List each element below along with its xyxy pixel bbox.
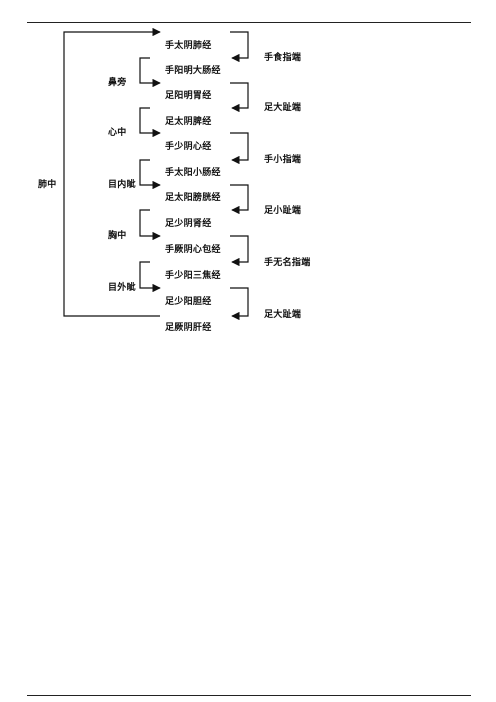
endpoint-bracket-5	[230, 235, 249, 267]
junction-bracket-inner-canthus	[139, 159, 161, 190]
endpoint-label: 手小指端	[264, 155, 302, 165]
junction-bracket-chest	[139, 209, 161, 241]
endpoint-bracket-4	[230, 184, 249, 215]
meridian-label: 手少阳三焦经	[165, 271, 221, 281]
endpoint-bracket-3	[230, 132, 249, 165]
junction-label: 鼻旁	[108, 78, 127, 88]
meridian-label: 手太阳小肠经	[165, 168, 221, 178]
endpoint-label: 足大趾端	[264, 310, 302, 320]
junction-label: 胸中	[108, 231, 127, 241]
endpoint-bracket-2	[230, 82, 249, 113]
meridian-label: 手阳明大肠经	[165, 66, 221, 76]
root-label: 肺中	[38, 180, 57, 190]
meridian-label: 手少阴心经	[165, 142, 212, 152]
main-loop-line	[63, 27, 161, 317]
meridian-label: 足少阴肾经	[165, 219, 212, 229]
endpoint-bracket-1	[230, 31, 249, 63]
meridian-label: 手厥阴心包经	[165, 245, 221, 255]
junction-label: 心中	[108, 128, 127, 138]
top-rule	[27, 22, 471, 23]
junction-label: 目外眦	[108, 283, 136, 293]
meridian-label: 足太阴脾经	[165, 117, 212, 127]
junction-bracket-heart	[139, 107, 161, 138]
endpoint-label: 手无名指端	[264, 258, 311, 268]
meridian-label: 足阳明胃经	[165, 91, 212, 101]
junction-bracket-outer-canthus	[139, 261, 161, 293]
endpoint-label: 足小趾端	[264, 206, 302, 216]
meridian-label: 足太阳膀胱经	[165, 193, 221, 203]
meridian-label: 手太阴肺经	[165, 41, 212, 51]
junction-bracket-nose	[139, 57, 161, 88]
endpoint-label: 足大趾端	[264, 103, 302, 113]
endpoint-bracket-6	[230, 287, 249, 321]
meridian-label: 足厥阴肝经	[165, 323, 212, 333]
endpoint-label: 手食指端	[264, 53, 302, 63]
bottom-rule	[27, 695, 471, 696]
junction-label: 目内眦	[108, 180, 136, 190]
meridian-label: 足少阳胆经	[165, 297, 212, 307]
